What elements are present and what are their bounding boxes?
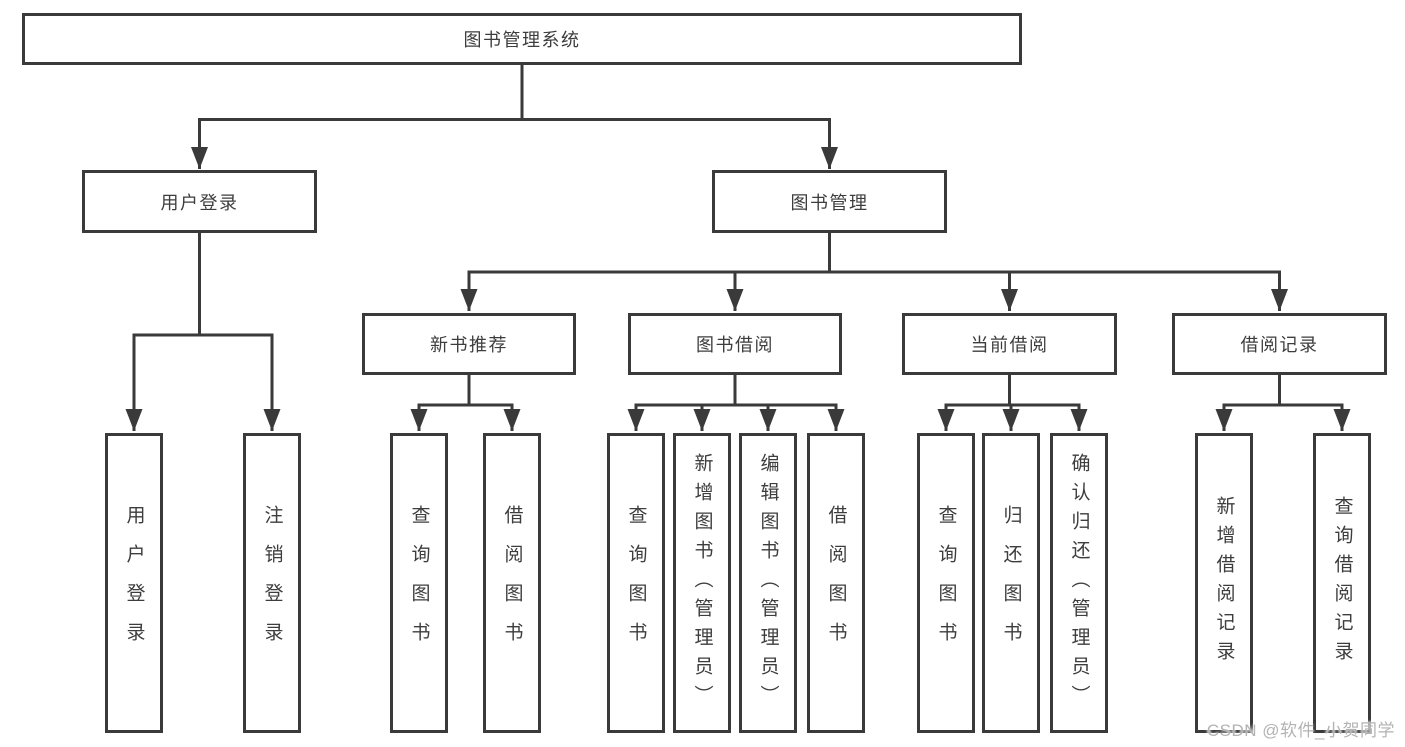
leaf-newbook-query-books: 查询图书	[390, 433, 448, 733]
leaf-borrow-add-books-admin: 新增图书（管理员）	[673, 433, 731, 733]
leaf-current-confirm-return-admin: 确认归还（管理员）	[1050, 433, 1108, 733]
leaf-borrow-edit-books-admin: 编辑图书（管理员）	[739, 433, 797, 733]
node-user-login: 用户登录	[82, 170, 317, 233]
node-new-book-recommend: 新书推荐	[362, 313, 576, 375]
leaf-logout: 注销登录	[243, 433, 301, 733]
leaf-label: 查询图书	[408, 505, 430, 661]
leaf-label: 用户登录	[123, 505, 145, 661]
leaf-user-login: 用户登录	[105, 433, 163, 733]
leaf-borrow-borrow-books: 借阅图书	[807, 433, 865, 733]
leaf-borrow-query-books: 查询图书	[607, 433, 665, 733]
leaf-label: 借阅图书	[501, 505, 523, 661]
leaf-newbook-borrow-books: 借阅图书	[483, 433, 541, 733]
leaf-label: 确认归还（管理员）	[1068, 452, 1090, 714]
node-label: 图书借阅	[696, 335, 774, 355]
leaf-current-query-books: 查询图书	[917, 433, 975, 733]
watermark: CSDN @软件_小贺同学	[1206, 721, 1395, 740]
node-label: 借阅记录	[1240, 335, 1319, 355]
leaf-label: 注销登录	[261, 505, 283, 661]
node-label: 当前借阅	[970, 335, 1049, 355]
leaf-label: 查询借阅记录	[1331, 496, 1353, 670]
node-current-borrowing: 当前借阅	[902, 313, 1117, 375]
node-label: 图书管理系统	[463, 30, 581, 50]
node-label: 用户登录	[160, 192, 239, 213]
node-library-management-system: 图书管理系统	[22, 13, 1022, 65]
leaf-records-add-record: 新增借阅记录	[1195, 433, 1253, 733]
node-label: 新书推荐	[430, 335, 508, 355]
node-book-management: 图书管理	[712, 170, 947, 233]
leaf-label: 新增借阅记录	[1213, 496, 1235, 670]
node-borrowing-records: 借阅记录	[1172, 313, 1387, 375]
node-label: 图书管理	[790, 192, 869, 213]
node-book-borrowing: 图书借阅	[628, 313, 842, 375]
leaf-label: 查询图书	[625, 505, 647, 661]
leaf-label: 借阅图书	[825, 505, 847, 661]
leaf-current-return-books: 归还图书	[982, 433, 1040, 733]
leaf-label: 新增图书（管理员）	[691, 452, 713, 714]
leaf-records-query-record: 查询借阅记录	[1313, 433, 1371, 733]
leaf-label: 编辑图书（管理员）	[757, 452, 779, 714]
leaf-label: 归还图书	[1000, 505, 1022, 661]
leaf-label: 查询图书	[935, 505, 957, 661]
